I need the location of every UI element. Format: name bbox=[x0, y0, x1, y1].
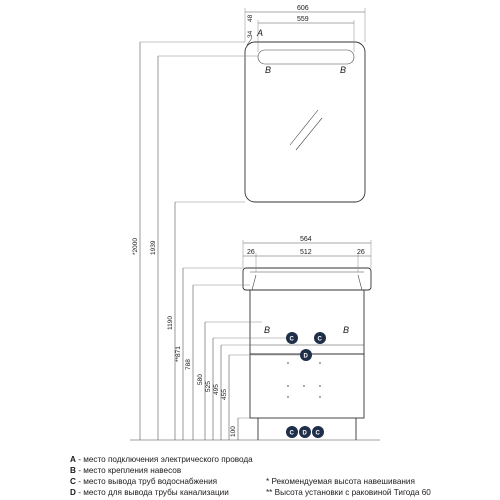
technical-drawing: A B B 606 559 48 34 B B bbox=[130, 5, 380, 441]
dim-cabinet-inner-width: 512 bbox=[300, 249, 312, 256]
basin-top bbox=[242, 267, 372, 291]
legend-b: B - место крепления навесов bbox=[70, 466, 182, 475]
svg-text:C: C bbox=[290, 337, 295, 343]
dim-height-871: **871 bbox=[175, 346, 182, 362]
dim-mirror-inner-width: 559 bbox=[297, 16, 309, 23]
marker-c-top-left: C bbox=[286, 332, 298, 344]
dim-height-455: 455 bbox=[221, 389, 228, 400]
legend: A - место подключения электрического про… bbox=[70, 454, 500, 500]
svg-text:C: C bbox=[316, 431, 321, 437]
dim-mirror-offset-1: 48 bbox=[247, 14, 254, 22]
dim-height-580: 580 bbox=[197, 374, 204, 385]
legend-note-1: * Рекомендуемая высота навешивания bbox=[266, 477, 415, 486]
marker-b-cabinet-right: B bbox=[343, 325, 349, 335]
mirror: A B B bbox=[244, 28, 366, 203]
dim-height-495: 495 bbox=[213, 384, 220, 395]
dim-height-525: 525 bbox=[205, 381, 212, 392]
dim-height-2000: *2000 bbox=[132, 238, 139, 255]
marker-a: A bbox=[256, 28, 263, 38]
dim-height-1190: 1190 bbox=[167, 316, 174, 330]
marker-d-bottom: D bbox=[299, 426, 311, 438]
svg-text:D: D bbox=[303, 431, 308, 437]
mirror-glare-2 bbox=[295, 117, 323, 151]
height-dims: *2000 1939 1190 **871 788 580 525 495 45… bbox=[132, 41, 300, 440]
dim-mirror-offset-2: 34 bbox=[247, 30, 254, 38]
legend-notes: * Рекомендуемая высота навешивания ** Вы… bbox=[266, 476, 500, 498]
svg-text:D: D bbox=[304, 354, 309, 360]
mirror-glare-1 bbox=[289, 109, 319, 146]
dim-height-1939: 1939 bbox=[150, 240, 157, 255]
dim-cabinet-right-margin: 26 bbox=[357, 249, 365, 256]
cabinet-width-dims: 564 512 26 26 bbox=[242, 236, 372, 272]
legend-markers: A - место подключения электрического про… bbox=[70, 454, 290, 498]
marker-c-top-right: C bbox=[314, 332, 326, 344]
mirror-width-dims: 606 559 48 34 bbox=[244, 5, 366, 52]
svg-text:C: C bbox=[290, 431, 295, 437]
dim-cabinet-left-margin: 26 bbox=[247, 249, 255, 256]
dim-height-100: 100 bbox=[230, 426, 237, 437]
legend-d: D - место для вывода трубы канализации bbox=[70, 488, 229, 497]
vanity-cabinet: B B C C D C D C bbox=[242, 267, 372, 440]
marker-b-cabinet-left: B bbox=[264, 325, 270, 335]
marker-d-center: D bbox=[300, 349, 312, 361]
marker-b-mirror-right: B bbox=[340, 65, 346, 75]
dim-height-788: 788 bbox=[185, 359, 192, 370]
dim-mirror-width: 606 bbox=[297, 5, 309, 12]
marker-c-bottom-left: C bbox=[286, 426, 298, 438]
legend-note-2: ** Высота установки с раковиной Тигода 6… bbox=[266, 488, 431, 497]
legend-c: C - место вывода труб водоснабжения bbox=[70, 477, 218, 486]
legend-a: A - место подключения электрического про… bbox=[70, 455, 253, 464]
mirror-outline bbox=[244, 41, 366, 203]
marker-c-bottom-right: C bbox=[312, 426, 324, 438]
svg-text:C: C bbox=[318, 337, 323, 343]
mirror-light-bar bbox=[257, 49, 355, 65]
marker-b-mirror-left: B bbox=[265, 65, 271, 75]
dim-cabinet-width: 564 bbox=[300, 236, 312, 243]
